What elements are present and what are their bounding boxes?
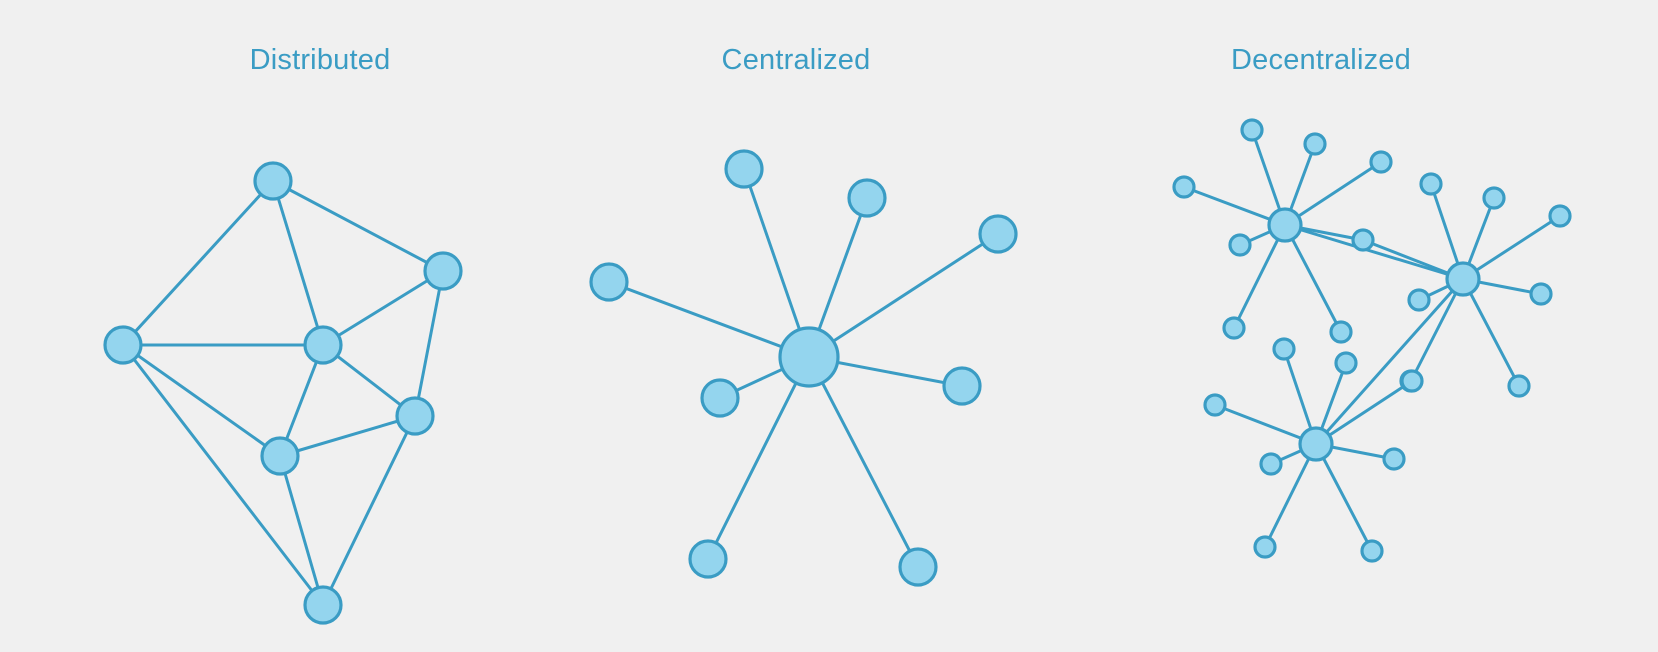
mesh-edge bbox=[278, 343, 325, 458]
leaf-node bbox=[724, 149, 764, 189]
leaf-node bbox=[978, 214, 1018, 254]
spoke-edge bbox=[1213, 403, 1318, 446]
mesh-node bbox=[253, 161, 293, 201]
mesh-edge bbox=[413, 269, 445, 418]
leaf-node bbox=[1548, 204, 1572, 228]
leaf-node bbox=[1407, 288, 1431, 312]
spoke-edge bbox=[1263, 442, 1318, 549]
spoke-edge bbox=[742, 167, 811, 359]
mesh-edge bbox=[321, 269, 445, 347]
leaf-node bbox=[1482, 186, 1506, 210]
spoke-edge bbox=[1283, 160, 1383, 227]
central-hub-node bbox=[778, 326, 840, 388]
leaf-node bbox=[1222, 316, 1246, 340]
decentralized-network bbox=[1172, 118, 1572, 563]
leaf-node bbox=[1334, 351, 1358, 375]
centralized-network bbox=[589, 149, 1018, 587]
hub-link-edge bbox=[1314, 277, 1465, 446]
mesh-edge bbox=[271, 179, 325, 347]
mesh-edge bbox=[278, 414, 417, 458]
spoke-edge bbox=[1182, 185, 1287, 227]
leaf-node bbox=[1419, 172, 1443, 196]
mesh-node bbox=[103, 325, 143, 365]
mesh-edge bbox=[321, 414, 417, 607]
leaf-node bbox=[589, 262, 629, 302]
spoke-edge bbox=[807, 232, 1000, 359]
hub-node bbox=[1298, 426, 1334, 462]
spoke-edge bbox=[1232, 223, 1287, 330]
mesh-node bbox=[423, 251, 463, 291]
mesh-node bbox=[303, 585, 343, 625]
leaf-node bbox=[1382, 447, 1406, 471]
mesh-node bbox=[260, 436, 300, 476]
leaf-node bbox=[1203, 393, 1227, 417]
mesh-node bbox=[395, 396, 435, 436]
spoke-edge bbox=[1461, 214, 1562, 281]
leaf-node bbox=[1303, 132, 1327, 156]
leaf-node bbox=[1351, 228, 1375, 252]
leaf-node bbox=[1240, 118, 1264, 142]
hub-node bbox=[1445, 261, 1481, 297]
spoke-edge bbox=[1361, 238, 1465, 281]
centralized-title: Centralized bbox=[721, 44, 871, 76]
decentralized-title: Decentralized bbox=[1231, 44, 1411, 76]
spoke-edge bbox=[1461, 277, 1521, 388]
spoke-edge bbox=[1409, 277, 1465, 383]
hub-link-edge bbox=[1283, 223, 1465, 281]
spoke-edge bbox=[1314, 442, 1374, 553]
leaf-node bbox=[1253, 535, 1277, 559]
mesh-edge bbox=[121, 179, 275, 347]
leaf-node bbox=[898, 547, 938, 587]
leaf-node bbox=[942, 366, 982, 406]
mesh-edge bbox=[121, 343, 325, 607]
distributed-title: Distributed bbox=[249, 44, 391, 76]
spoke-edge bbox=[607, 280, 811, 359]
hub-node bbox=[1267, 207, 1303, 243]
leaf-node bbox=[1529, 282, 1553, 306]
mesh-edge bbox=[121, 343, 282, 458]
leaf-node bbox=[1272, 337, 1296, 361]
leaf-node bbox=[1259, 452, 1283, 476]
leaf-node bbox=[847, 178, 887, 218]
leaf-node bbox=[1329, 320, 1353, 344]
mesh-node bbox=[303, 325, 343, 365]
spoke-edge bbox=[1314, 379, 1414, 446]
leaf-node bbox=[1400, 369, 1424, 393]
leaf-node bbox=[688, 539, 728, 579]
leaf-node bbox=[700, 378, 740, 418]
spoke-edge bbox=[1283, 223, 1343, 334]
spoke-edge bbox=[807, 355, 920, 569]
leaf-node bbox=[1228, 233, 1252, 257]
mesh-edge bbox=[271, 179, 445, 273]
leaf-node bbox=[1172, 175, 1196, 199]
leaf-node bbox=[1507, 374, 1531, 398]
mesh-edge bbox=[278, 454, 325, 607]
distributed-network bbox=[103, 161, 463, 625]
spoke-edge bbox=[706, 355, 811, 561]
leaf-node bbox=[1360, 539, 1384, 563]
leaf-node bbox=[1369, 150, 1393, 174]
